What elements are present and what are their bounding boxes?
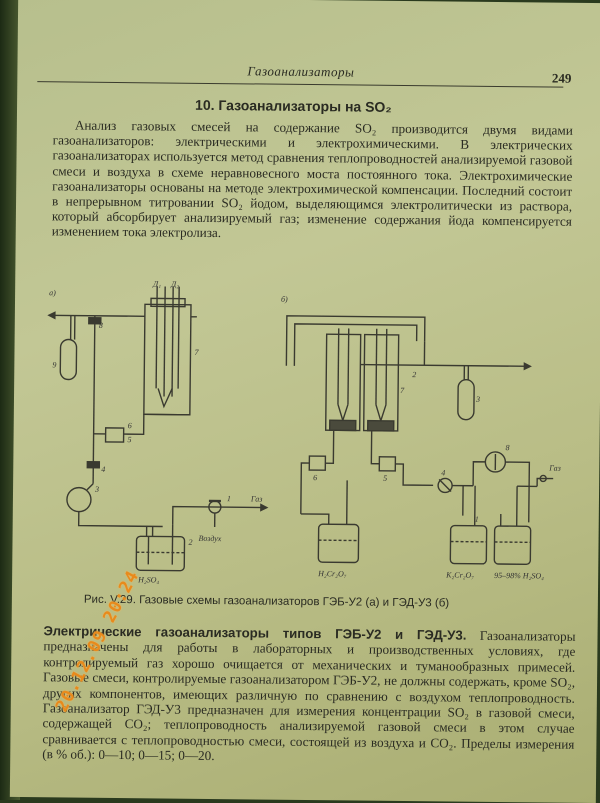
running-title: Газоанализаторы <box>247 63 354 80</box>
label-a-8: 8 <box>99 321 103 330</box>
label-gas-a: Газ <box>250 494 263 503</box>
label-b-6: 6 <box>313 473 317 482</box>
label-a-7: 7 <box>194 348 199 357</box>
label-a-2: 2 <box>188 538 192 547</box>
label-b-4: 4 <box>441 468 445 477</box>
running-header: Газоанализаторы 249 <box>37 59 563 88</box>
label-a-9: 9 <box>52 360 56 369</box>
label-b-8: 8 <box>505 443 509 452</box>
figure-caption: Рис. V.29. Газовые схемы газоанализаторо… <box>84 594 584 611</box>
label-gas-b: Газ <box>548 464 561 473</box>
label-air: Воздух <box>198 534 221 543</box>
label-a-4: 4 <box>101 465 105 474</box>
label-d2: Д₂ <box>170 280 179 289</box>
paragraph-body: Газоанализаторы предназначены для работы… <box>42 628 575 764</box>
label-a-6: 6 <box>128 421 132 430</box>
intro-paragraph: Анализ газовых смесей на содержание SO₂ … <box>52 117 573 244</box>
figure-gas-schemes: а) Д₁ Д₂ 9 8 7 6 5 4 3 2 1 Воздух Газ H₂… <box>42 277 585 593</box>
label-bottle-b1: H₂Cr₂O₇ <box>317 569 347 578</box>
section-title: 10. Газоанализаторы на SO₂ <box>195 97 392 115</box>
figure-label-a: а) <box>49 288 56 297</box>
description-paragraph: Электрические газоанализаторы типов ГЭБ-… <box>42 623 575 767</box>
label-a-3: 3 <box>94 485 99 494</box>
book-page: Газоанализаторы 249 10. Газоанализаторы … <box>10 0 600 803</box>
label-d1: Д₁ <box>152 279 161 288</box>
label-b-7: 7 <box>400 386 405 395</box>
page-number: 249 <box>552 71 572 87</box>
label-b-1: 1 <box>475 515 479 524</box>
label-b-5: 5 <box>383 474 387 483</box>
label-a-5: 5 <box>128 435 132 444</box>
label-bottle-b2: K₂Cr₂O₇ <box>445 570 474 579</box>
label-bottle-b3: 95–98% H₂SO₄ <box>494 571 544 581</box>
label-b-2: 2 <box>412 370 416 379</box>
label-a-1: 1 <box>227 494 231 503</box>
label-b-3: 3 <box>475 395 480 404</box>
schematic-drawing: а) Д₁ Д₂ 9 8 7 6 5 4 3 2 1 Воздух Газ H₂… <box>42 277 585 593</box>
figure-label-b: б) <box>281 295 288 304</box>
